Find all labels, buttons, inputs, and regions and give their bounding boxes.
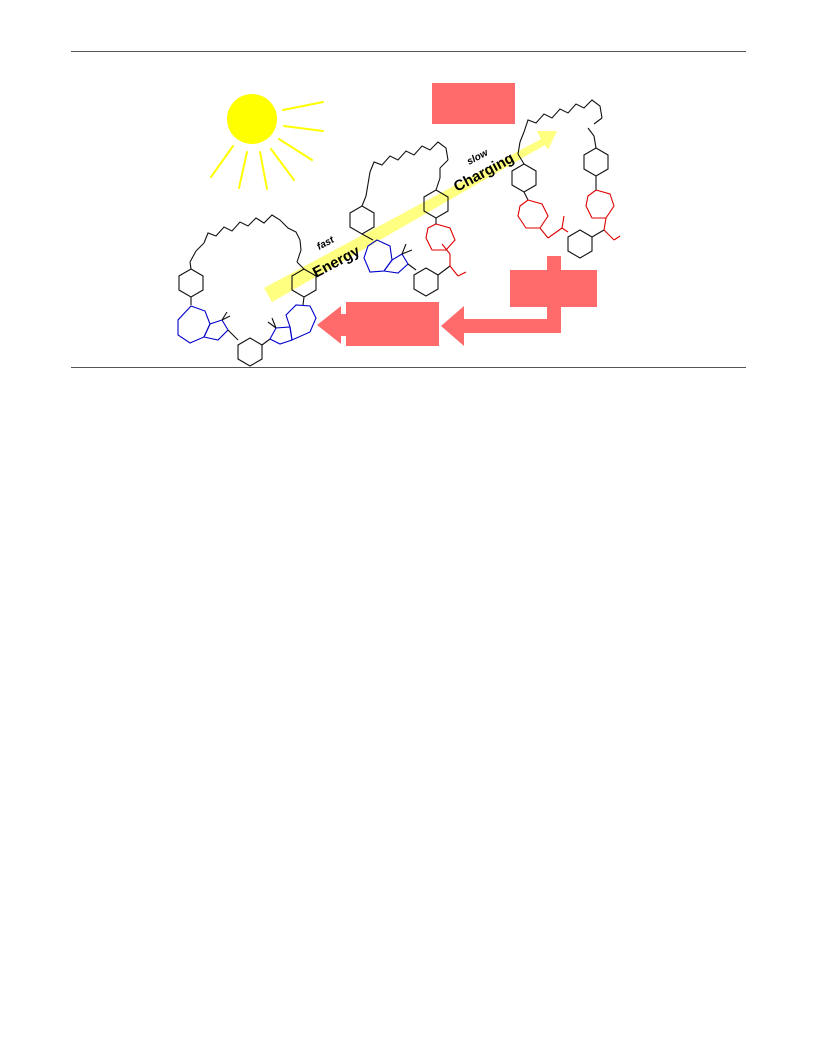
energy-charging-arrow	[264, 131, 557, 302]
top-rule	[71, 51, 746, 52]
phenyl-middle-1	[349, 205, 375, 235]
sun-disk	[227, 94, 277, 144]
phenyl-middle-center	[413, 267, 439, 297]
phenyl-right-2	[583, 147, 609, 177]
azulene-left-5ring	[203, 319, 229, 341]
cht-right-left-ring	[517, 199, 549, 229]
cht-right-right-ring	[585, 189, 615, 219]
sun-rays	[210, 101, 324, 190]
bottom-rule	[71, 367, 746, 368]
azulene-left-7ring	[177, 305, 211, 344]
phenyl-right-1	[511, 163, 537, 193]
phenyl-right-center	[567, 229, 593, 259]
azulene-left-7ring-b	[285, 304, 317, 341]
chain-right	[523, 99, 603, 133]
chain-left	[203, 214, 301, 244]
cht-middle-ring	[425, 223, 456, 251]
molecule-middle	[349, 141, 467, 297]
azulene-middle-5ring	[383, 253, 409, 274]
azulene-left-5ring-b	[269, 326, 293, 345]
molecule-right	[511, 99, 621, 259]
phenyl-left-1	[178, 268, 204, 298]
chain-middle	[369, 141, 449, 173]
molecule-left	[177, 214, 317, 367]
center-pink-box	[346, 302, 439, 346]
right-pink-box	[510, 270, 597, 307]
azulene-middle-7ring	[363, 239, 393, 273]
top-pink-box	[432, 83, 515, 124]
release-arrow	[317, 302, 439, 346]
return-arrow	[441, 256, 597, 346]
phenyl-left-center	[237, 337, 263, 367]
fast-label: fast	[315, 234, 336, 252]
sun-icon	[210, 94, 324, 190]
